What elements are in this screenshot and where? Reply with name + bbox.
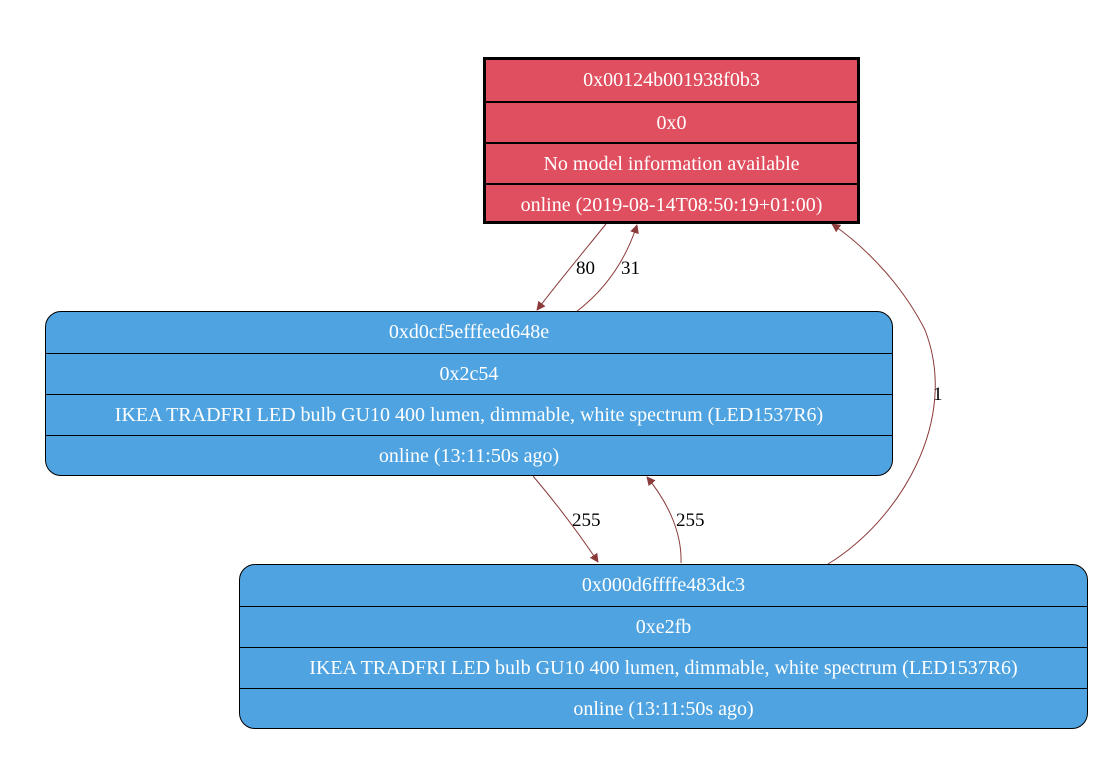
edge-label-31: 31 <box>621 258 640 279</box>
node-ieee-address: 0xd0cf5efffeed648e <box>388 321 550 343</box>
node-network-address: 0xe2fb <box>240 606 1087 647</box>
node-ieee-address: 0x00124b001938f0b3 <box>583 69 760 91</box>
node-status: online (13:11:50s ago) <box>46 435 892 475</box>
node-network-address: 0x0 <box>486 101 857 142</box>
edge-label-255-b: 255 <box>676 510 705 531</box>
edge-router-1-to-router-2 <box>532 475 599 563</box>
router-node-2: 0x000d6ffffe483dc3 0xe2fb IKEA TRADFRI L… <box>239 564 1088 729</box>
node-status: online (2019-08-14T08:50:19+01:00) <box>486 183 857 221</box>
router-node-1: 0xd0cf5efffeed648e 0x2c54 IKEA TRADFRI L… <box>45 311 893 476</box>
node-model: IKEA TRADFRI LED bulb GU10 400 lumen, di… <box>240 647 1087 688</box>
edge-label-255-a: 255 <box>572 510 601 531</box>
edge-coordinator-to-router-1 <box>536 223 607 311</box>
edge-router-2-to-router-1 <box>646 476 682 564</box>
coordinator-node: 0x00124b001938f0b3 0x0 No model informat… <box>483 57 860 224</box>
edge-router-2-to-coordinator <box>827 223 936 565</box>
edge-label-80: 80 <box>576 258 595 279</box>
edge-label-1: 1 <box>933 384 943 405</box>
node-model: No model information available <box>486 142 857 183</box>
node-ieee-address: 0x000d6ffffe483dc3 <box>581 574 746 596</box>
edge-router-1-to-coordinator <box>575 224 639 313</box>
node-model: IKEA TRADFRI LED bulb GU10 400 lumen, di… <box>46 394 892 435</box>
node-status: online (13:11:50s ago) <box>240 688 1087 728</box>
node-network-address: 0x2c54 <box>46 353 892 394</box>
